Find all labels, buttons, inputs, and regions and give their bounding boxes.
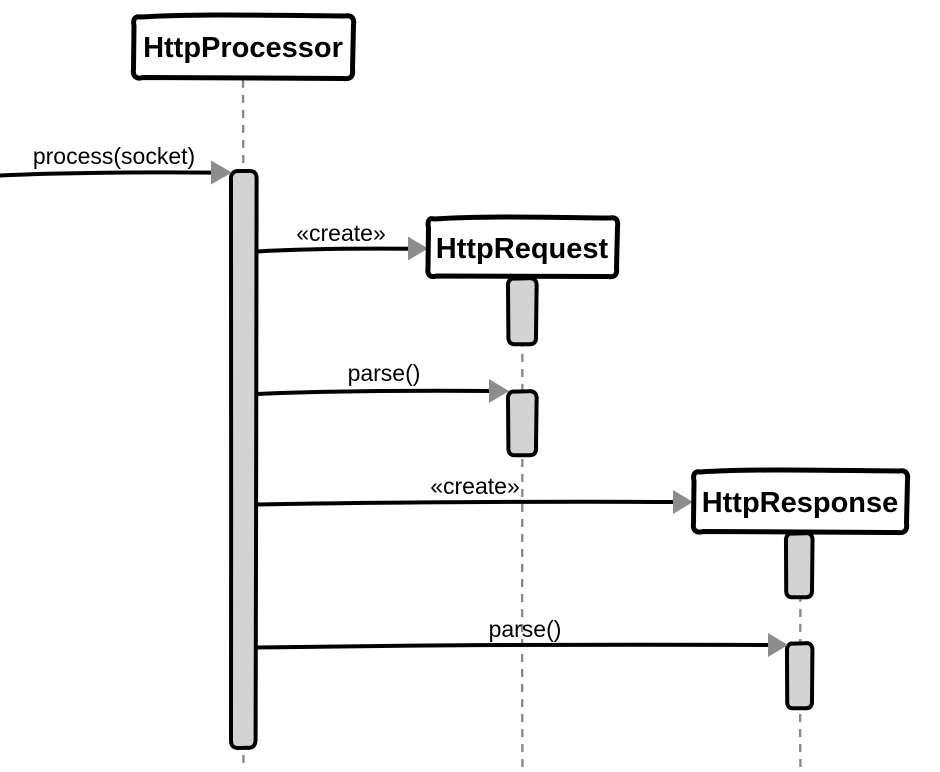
participant-box-httprequest: HttpRequest bbox=[425, 214, 621, 280]
activation-bar-httprequest-parse bbox=[505, 389, 539, 458]
message-label: process(socket) bbox=[33, 143, 195, 169]
message-process-socket: process(socket) bbox=[0, 143, 232, 185]
arrowhead-icon bbox=[489, 379, 509, 403]
participant-box-httpprocessor: HttpProcessor bbox=[130, 12, 357, 82]
participant-box-httpresponse: HttpResponse bbox=[690, 467, 911, 536]
message-create-httprequest: «create» bbox=[256, 220, 428, 261]
participant-box-outline bbox=[690, 467, 911, 536]
message-line bbox=[256, 499, 676, 507]
message-line bbox=[0, 170, 212, 178]
participant-box-outline bbox=[130, 12, 357, 82]
message-create-httpresponse: «create» bbox=[256, 473, 693, 514]
message-line bbox=[256, 388, 492, 396]
message-parse-httprequest: parse() bbox=[256, 360, 509, 403]
arrowhead-icon bbox=[211, 160, 232, 185]
arrowhead-icon bbox=[673, 490, 693, 514]
activation-bar-httprequest-create bbox=[505, 276, 539, 347]
participant-name: HttpRequest bbox=[436, 233, 609, 265]
participant-name: HttpProcessor bbox=[143, 32, 343, 64]
participant-name: HttpResponse bbox=[702, 487, 899, 519]
message-label: parse() bbox=[489, 616, 562, 642]
message-label: «create» bbox=[296, 220, 386, 246]
activation-bar-httpresponse-parse bbox=[784, 641, 815, 711]
message-label: parse() bbox=[348, 360, 421, 386]
arrowhead-icon bbox=[768, 633, 788, 657]
lifeline-httprequest bbox=[520, 278, 524, 772]
message-parse-httpresponse: parse() bbox=[256, 616, 788, 657]
activation-bar-httpprocessor bbox=[228, 168, 259, 751]
message-label: «create» bbox=[430, 473, 520, 499]
message-line bbox=[256, 642, 771, 650]
activation-bar-httpresponse-create bbox=[783, 531, 815, 600]
participant-box-outline bbox=[425, 214, 621, 280]
arrowhead-icon bbox=[408, 236, 428, 261]
message-line bbox=[256, 246, 411, 254]
